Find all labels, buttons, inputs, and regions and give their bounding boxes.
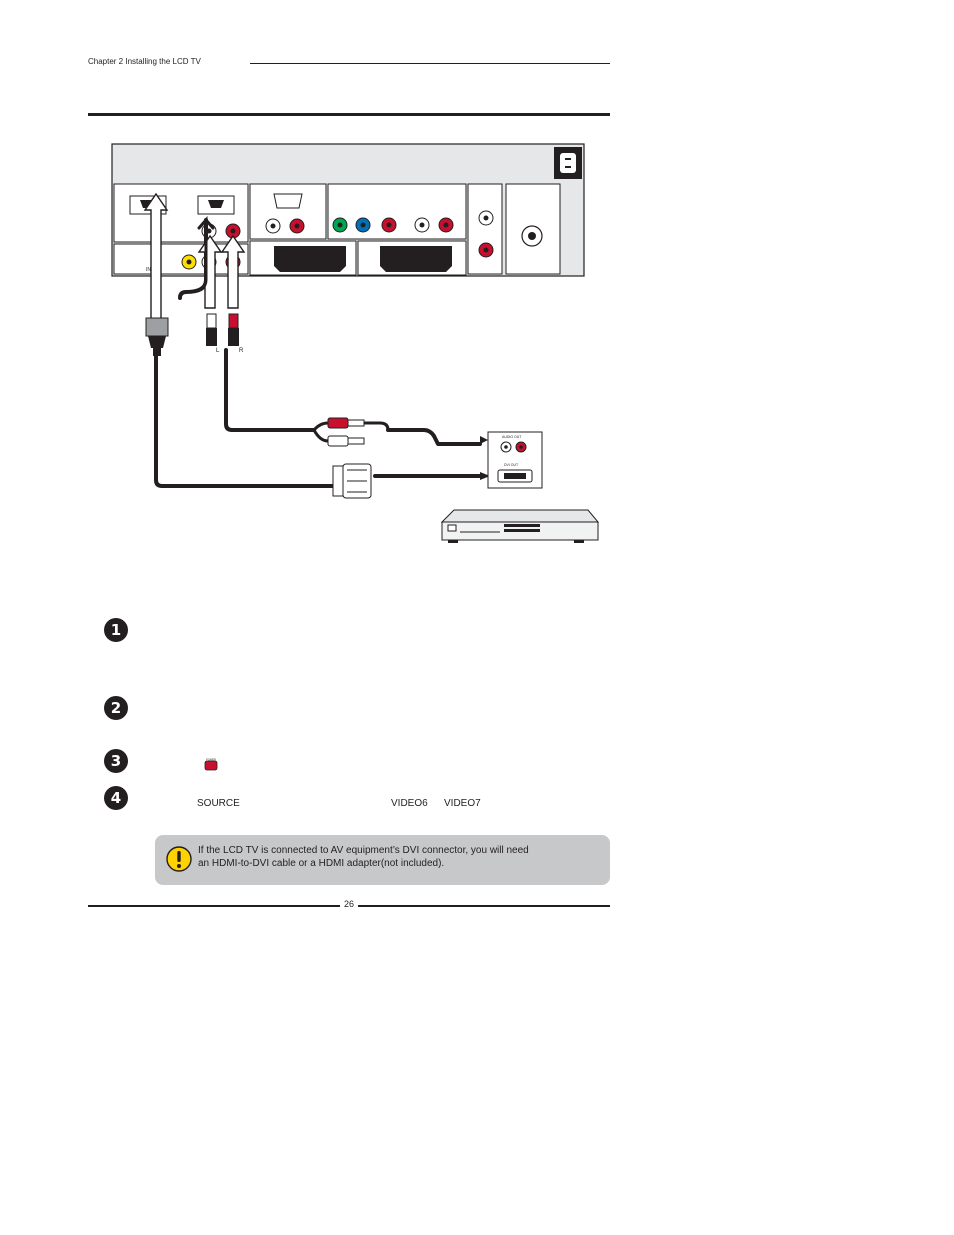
- power-button-icon: POWER: [204, 757, 218, 771]
- arrow-icon: [480, 472, 490, 480]
- device-panel: AUDIO OUT DVI OUT: [487, 431, 543, 489]
- note-line-1: If the LCD TV is connected to AV equipme…: [198, 845, 529, 856]
- dvi-plug: [332, 463, 372, 499]
- note-text: If the LCD TV is connected to AV equipme…: [198, 844, 529, 870]
- dvi-out-label: DVI OUT: [504, 463, 519, 467]
- audio-out-label: AUDIO OUT: [502, 435, 522, 439]
- tv-rear-panel: IN: [111, 143, 585, 277]
- hdmi-plug: [145, 317, 169, 356]
- arrow-icon: [143, 192, 246, 341]
- header-rule: [250, 63, 610, 64]
- arrow-icon: [184, 216, 215, 294]
- power-key-label: POWER: [206, 757, 216, 761]
- source-key-text: SOURCE: [197, 798, 240, 809]
- step-4-number: 4: [104, 786, 128, 810]
- step-3-number: 3: [104, 749, 128, 773]
- plug-left-label: L: [216, 348, 220, 354]
- dvd-player: [440, 509, 600, 543]
- warning-icon: [166, 846, 192, 872]
- rca-cable-ends: [312, 417, 390, 447]
- video6-option: VIDEO6: [391, 798, 428, 809]
- footer-rule-right: [358, 905, 610, 907]
- arrow-icon: [480, 436, 488, 444]
- note-line-2: an HDMI-to-DVI cable or a HDMI adapter(n…: [198, 858, 445, 869]
- in-label: IN: [146, 267, 151, 273]
- chapter-header: Chapter 2 Installing the LCD TV: [88, 57, 201, 66]
- connection-diagram: IN L R: [111, 143, 600, 543]
- step-2-number: 2: [104, 696, 128, 720]
- page-number: 26: [343, 899, 354, 909]
- footer-rule-left: [88, 905, 340, 907]
- plug-right-label: R: [239, 348, 244, 354]
- rca-plugs: L R: [206, 313, 244, 354]
- note-box: [155, 835, 610, 885]
- step-1-number: 1: [104, 618, 128, 642]
- audio-cable: [224, 348, 482, 478]
- section-rule: [88, 113, 610, 116]
- video7-option: VIDEO7: [444, 798, 481, 809]
